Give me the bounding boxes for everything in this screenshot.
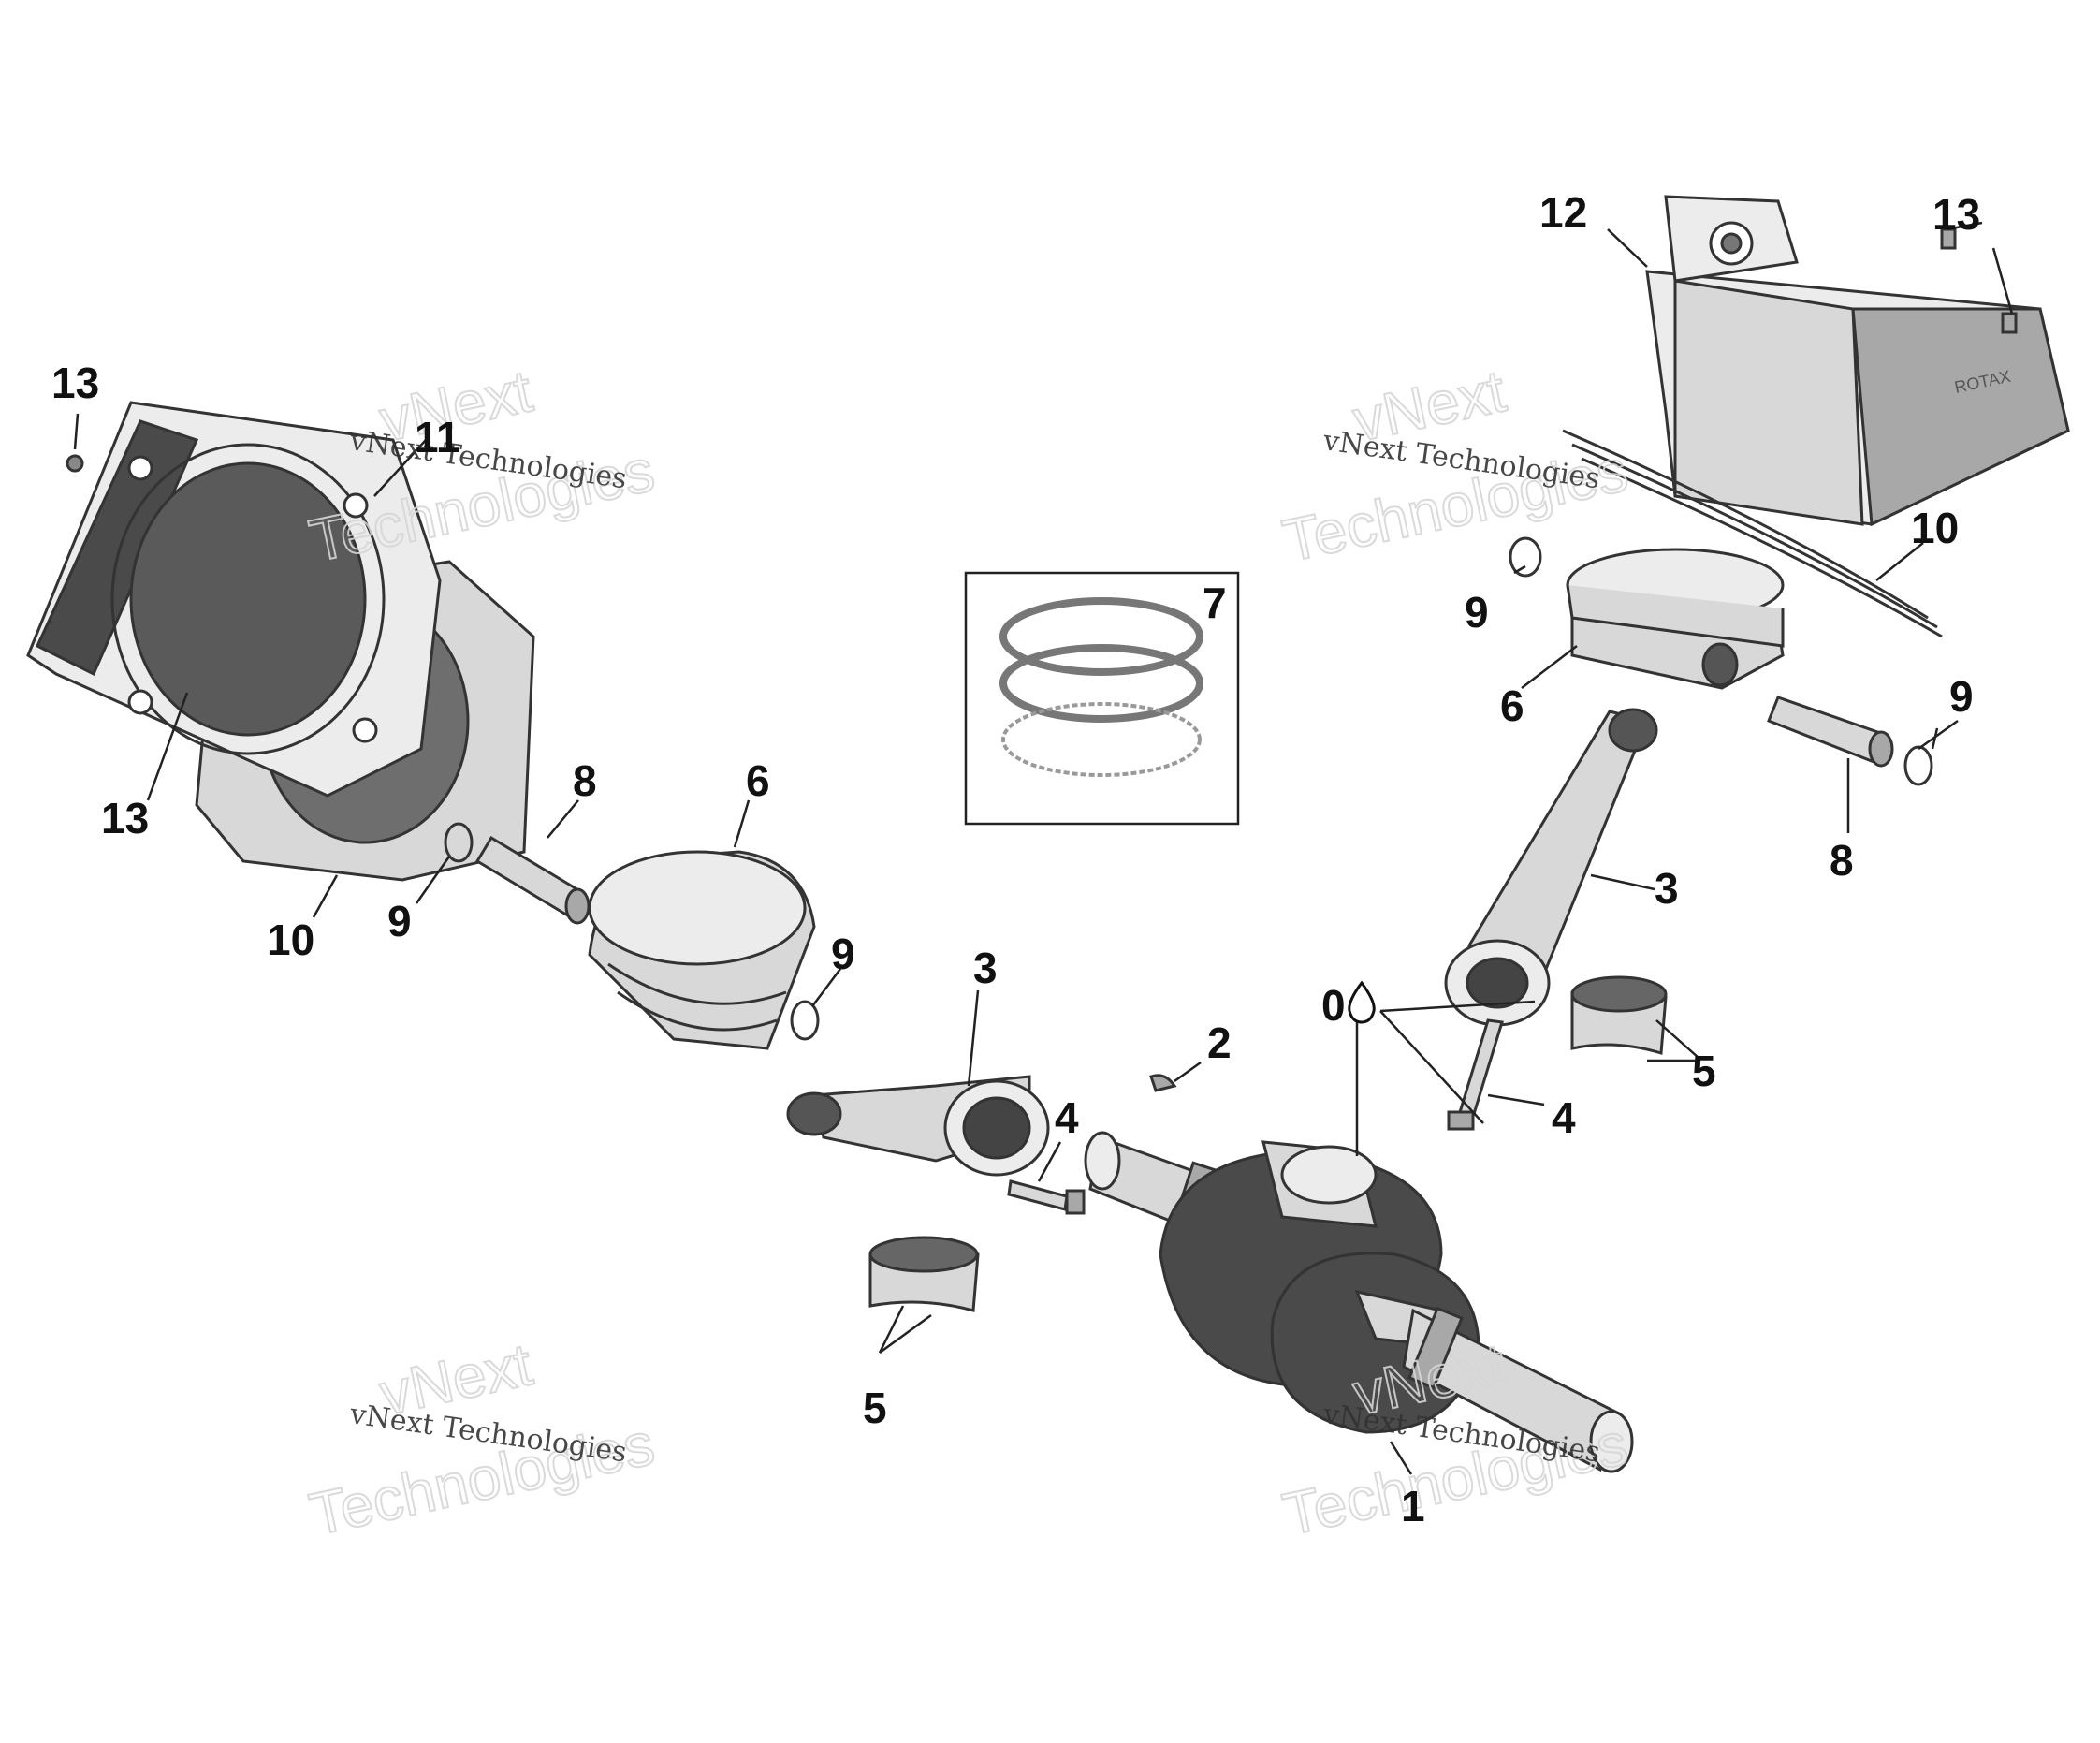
rod-bolt-rear-head [1447, 1110, 1475, 1131]
callout-6-front: 6 [746, 756, 770, 805]
circlip-rear-right [1903, 745, 1933, 786]
oil-drop-icon [1348, 980, 1376, 1024]
leader-lines [73, 221, 2014, 1475]
callout-8-rear: 8 [1830, 836, 1854, 885]
callout-10-rear: 10 [1911, 504, 1959, 552]
rod-bolt-front-head [1065, 1189, 1086, 1215]
callout-9-front-left: 9 [387, 897, 412, 945]
callout-13-bottom-left: 13 [101, 794, 149, 842]
callout-4-rear: 4 [1552, 1093, 1576, 1142]
callout-9-rear-left: 9 [1465, 588, 1489, 637]
cylinder-front [26, 401, 535, 882]
piston-front [588, 850, 816, 1050]
connecting-rod-front [786, 1075, 1050, 1177]
callout-8-front: 8 [573, 756, 597, 805]
callout-13-top-left: 13 [51, 359, 99, 407]
circlip-front-right [790, 1000, 820, 1041]
callout-5-front: 5 [863, 1384, 887, 1432]
callout-7: 7 [1203, 579, 1227, 627]
callout-3-rear: 3 [1655, 864, 1679, 913]
bearing-rear [1570, 975, 1668, 1055]
woodruff-key [1149, 1074, 1177, 1092]
callout-12: 12 [1539, 188, 1587, 237]
watermarks: vNext Technologies vNext Technologies vN… [303, 356, 1634, 1549]
crankshaft [1084, 1131, 1634, 1473]
piston-rear [1566, 548, 1785, 690]
callout-6-rear: 6 [1500, 681, 1524, 730]
bearing-front [868, 1236, 980, 1312]
callout-4-front: 4 [1055, 1093, 1079, 1142]
callout-0: 0 [1321, 981, 1346, 1030]
callout-3-front: 3 [973, 944, 998, 992]
piston-pin-front [474, 835, 591, 925]
callout-9-front-right: 9 [831, 930, 855, 978]
callouts: 13 11 13 10 9 8 6 9 3 4 2 5 7 0 4 5 3 6 … [51, 188, 1980, 1531]
callout-9-rear-right: 9 [1949, 672, 1974, 721]
callout-13-top-right: 13 [1932, 190, 1980, 239]
connecting-rod-rear [1444, 708, 1658, 1027]
piston-pin-rear [1767, 696, 1894, 768]
callout-1: 1 [1401, 1482, 1425, 1531]
callout-11: 11 [415, 413, 460, 461]
callout-2: 2 [1207, 1018, 1232, 1067]
circlip-front-left [444, 822, 474, 863]
rod-bolt-front [1007, 1179, 1069, 1211]
callout-10-front: 10 [267, 915, 314, 964]
circlip-rear-left [1509, 536, 1542, 578]
piston-ring-set [964, 571, 1240, 826]
callout-5-rear: 5 [1692, 1047, 1716, 1095]
rod-bolt-rear [1458, 1018, 1504, 1116]
cylinder-rear: ROTAX [1562, 195, 2070, 638]
